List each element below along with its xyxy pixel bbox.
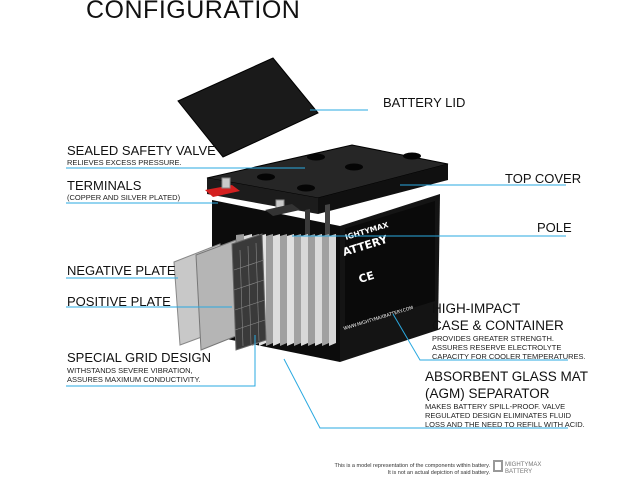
grid-pattern <box>233 242 266 347</box>
label-grid-design-sub2: ASSURES MAXIMUM CONDUCTIVITY. <box>67 375 201 384</box>
vent-cap <box>257 173 275 181</box>
page-title: CONFIGURATION <box>86 0 301 24</box>
label-safety-valve: SEALED SAFETY VALVE <box>67 143 216 158</box>
label-terminals: TERMINALS <box>67 178 142 193</box>
label-agm-sub2: REGULATED DESIGN ELIMINATES FLUID <box>425 411 571 420</box>
leader-lines <box>66 109 568 429</box>
vent-cap <box>345 163 363 171</box>
label-positive-plate: POSITIVE PLATE <box>67 294 171 309</box>
top-cover-rim-front <box>318 164 448 214</box>
vent-cap <box>307 153 325 161</box>
label-case-sub2: ASSURES RESERVE ELECTROLYTE <box>432 343 562 352</box>
brand-logo-text: MIGHTYMAX BATTERY <box>505 462 541 476</box>
terminal-post <box>221 177 231 189</box>
red-terminal-base <box>205 185 240 197</box>
label-grid-design: SPECIAL GRID DESIGN <box>67 350 211 365</box>
label-agm-sub1: MAKES BATTERY SPILL-PROOF. VALVE <box>425 402 566 411</box>
disclaimer-line1: This is a model representation of the co… <box>334 463 490 469</box>
disclaimer-line2: It is not an actual depiction of said ba… <box>387 470 490 476</box>
brand-logo-line1: MIGHTYMAX <box>505 462 542 468</box>
label-safety-valve-sub: RELIEVES EXCESS PRESSURE. <box>67 158 182 167</box>
black-terminal-base <box>265 204 300 216</box>
label-terminals-sub: (COPPER AND SILVER PLATED) <box>67 193 181 202</box>
battery-label <box>345 201 435 329</box>
label-agm-sub3: LOSS AND THE NEED TO REFILL WITH ACID. <box>425 420 585 429</box>
label-battery-lid: BATTERY LID <box>383 95 466 110</box>
label-pole: POLE <box>537 220 572 235</box>
vent-cap <box>297 184 315 192</box>
label-case-line1: HIGH-IMPACT <box>432 301 521 316</box>
label-case-sub3: CAPACITY FOR COOLER TEMPERATURES. <box>432 352 586 361</box>
grid-plate <box>231 233 267 351</box>
label-top-cover: TOP COVER <box>505 171 582 186</box>
vent-cap <box>403 152 421 160</box>
label-case-sub1: PROVIDES GREATER STRENGTH. <box>432 334 554 343</box>
label-grid-design-sub1: WITHSTANDS SEVERE VIBRATION, <box>67 366 193 375</box>
leader-agm <box>283 358 568 429</box>
brand-logo-line2: BATTERY <box>505 469 533 475</box>
label-agm-line1: ABSORBENT GLASS MAT <box>425 369 589 384</box>
ce-mark: CE <box>357 269 376 286</box>
leader-case <box>392 313 568 361</box>
label-negative-plate: NEGATIVE PLATE <box>67 263 176 278</box>
label-case-line2: CASE & CONTAINER <box>432 318 564 333</box>
leader-grid-design <box>66 335 256 387</box>
label-agm-line2: (AGM) SEPARATOR <box>425 386 550 401</box>
mightymax-logo-icon <box>493 460 503 472</box>
battery-lid <box>177 57 319 158</box>
